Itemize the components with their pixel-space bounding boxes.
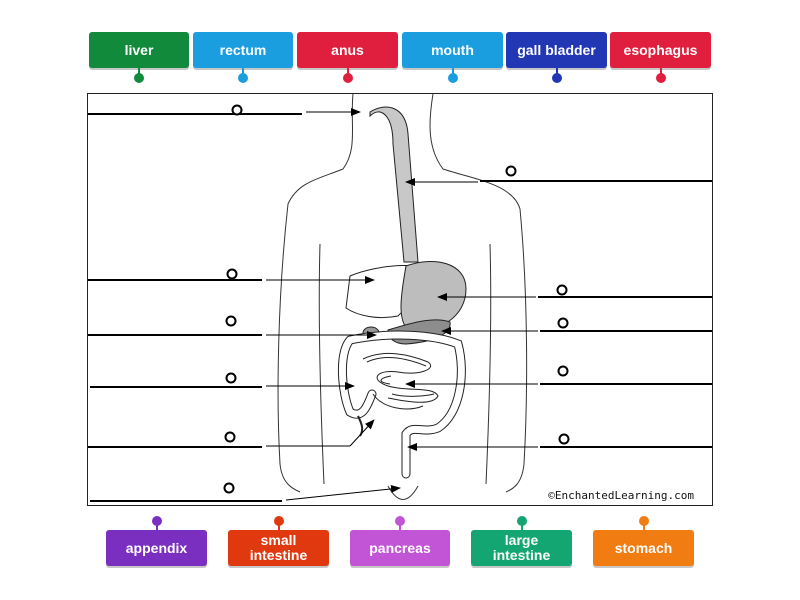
drop-target-circle[interactable]: [226, 268, 238, 280]
label-pin-dot: [134, 73, 144, 83]
label-pin-stem: [555, 68, 558, 76]
drop-target-circle[interactable]: [557, 365, 569, 377]
label-pin-dot: [395, 516, 405, 526]
label-tile-small-intestine[interactable]: small intestine: [228, 530, 329, 566]
label-pin-stem: [155, 522, 158, 530]
diagram-illustration: [88, 94, 712, 502]
label-tile-esophagus[interactable]: esophagus: [610, 32, 711, 68]
label-tile-appendix[interactable]: appendix: [106, 530, 207, 566]
label-tile-anus[interactable]: anus: [297, 32, 398, 68]
drop-target-circle[interactable]: [223, 482, 235, 494]
label-pin-stem: [520, 522, 523, 530]
label-pin-dot: [655, 73, 666, 83]
label-pin-stem: [346, 68, 349, 76]
label-pin-dot: [551, 73, 562, 83]
label-pin-dot: [151, 516, 162, 526]
drop-target-circle[interactable]: [556, 284, 568, 296]
pointer-lines: [88, 108, 401, 502]
drop-target-circle[interactable]: [231, 104, 243, 116]
stomach-shape: [400, 260, 467, 332]
label-tile-mouth[interactable]: mouth: [402, 32, 503, 68]
label-pin-stem: [138, 68, 140, 76]
drop-target-circle[interactable]: [558, 433, 570, 445]
drop-target-circle[interactable]: [557, 317, 569, 329]
digestive-system-diagram: ©EnchantedLearning.com: [87, 93, 713, 506]
drop-target-circle[interactable]: [224, 431, 236, 443]
label-pin-stem: [277, 522, 280, 530]
label-tile-pancreas[interactable]: pancreas: [350, 530, 450, 566]
label-tile-rectum[interactable]: rectum: [193, 32, 293, 68]
label-pin-stem: [659, 68, 662, 76]
large-intestine-shape: [337, 330, 466, 479]
drop-target-circle[interactable]: [225, 372, 237, 384]
label-pin-stem: [399, 522, 401, 530]
label-pin-dot: [638, 516, 649, 526]
label-tile-gall-bladder[interactable]: gall bladder: [506, 32, 607, 68]
label-tile-stomach[interactable]: stomach: [593, 530, 694, 566]
drop-target-circle[interactable]: [505, 165, 517, 177]
small-intestine-shape: [362, 353, 439, 410]
label-pin-dot: [342, 73, 353, 83]
label-pin-stem: [642, 522, 645, 530]
label-pin-dot: [273, 516, 284, 526]
body-outline: [277, 94, 528, 500]
label-pin-stem: [451, 68, 454, 76]
label-pin-dot: [238, 73, 248, 83]
label-pin-dot: [516, 516, 527, 526]
label-tile-large-intestine[interactable]: large intestine: [471, 530, 572, 566]
credit-text: ©EnchantedLearning.com: [548, 489, 694, 502]
drop-target-circle[interactable]: [225, 315, 237, 327]
label-tile-liver[interactable]: liver: [89, 32, 189, 68]
label-pin-dot: [447, 73, 458, 83]
esophagus-shape: [369, 106, 419, 263]
label-pin-stem: [242, 68, 244, 76]
